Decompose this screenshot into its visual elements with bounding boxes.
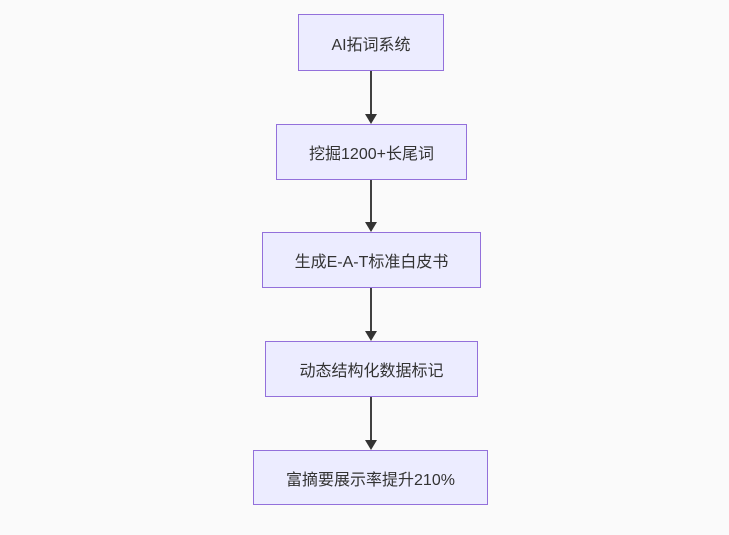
edge-arrow-3 [365,288,377,341]
flow-node-label: AI拓词系统 [331,36,411,54]
arrowhead-down-icon [365,114,377,124]
edge-arrow-4 [365,397,377,450]
flow-node-ai-word-expansion: AI拓词系统 [298,14,444,71]
arrow-line [370,71,372,114]
flow-node-label: 挖掘1200+长尾词 [309,146,434,163]
flow-node-longtail-mining: 挖掘1200+长尾词 [276,124,467,180]
flow-node-rich-snippet-result: 富摘要展示率提升210% [253,450,488,505]
flow-node-label: 动态结构化数据标记 [299,363,444,380]
flow-node-label: 生成E-A-T标准白皮书 [294,254,449,271]
arrowhead-down-icon [365,331,377,341]
arrow-line [370,180,372,222]
flow-node-structured-data: 动态结构化数据标记 [265,341,478,397]
flow-node-eat-whitepaper: 生成E-A-T标准白皮书 [262,232,481,288]
flow-node-label: 富摘要展示率提升210% [286,471,455,489]
arrow-line [370,397,372,440]
edge-arrow-2 [365,180,377,232]
edge-arrow-1 [365,71,377,124]
arrowhead-down-icon [365,222,377,232]
arrowhead-down-icon [365,440,377,450]
arrow-line [370,288,372,331]
